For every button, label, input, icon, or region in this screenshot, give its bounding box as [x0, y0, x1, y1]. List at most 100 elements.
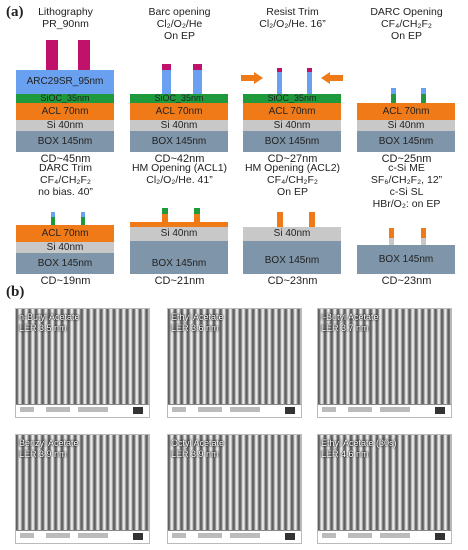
si-layer: Si 40nm — [16, 120, 114, 131]
box-layer: BOX 145nm — [243, 131, 341, 152]
acl-line — [309, 212, 315, 227]
acl-line — [389, 228, 394, 238]
si-gap-layer — [130, 241, 228, 253]
box-layer: BOX 145nm — [357, 245, 455, 274]
box-layer: BOX 145nm — [357, 131, 455, 152]
si-layer: Si 40nm — [16, 242, 114, 253]
sioc-line — [162, 208, 168, 214]
sem-info-bar — [318, 404, 451, 417]
cd-label: CD~45nm — [40, 153, 91, 165]
step-title: HM Opening (ACL1)Cl₂/O₂/He. 41” — [131, 162, 228, 186]
cd-label: CD~42nm — [154, 153, 205, 165]
acl-layer: ACL 70nm — [16, 103, 114, 120]
scale-bar-icon — [133, 407, 143, 414]
arc-line — [277, 72, 282, 94]
acl-line — [277, 212, 283, 227]
acl-layer: ACL 70nm — [130, 103, 228, 120]
acl-layer: ACL 70nm — [243, 103, 341, 120]
trim-arrow-right-icon — [321, 72, 343, 84]
arc-line — [51, 212, 55, 217]
arc-line — [421, 88, 426, 94]
box-layer: BOX 145nm — [130, 253, 228, 274]
process-step-hm-opening-acl1: HM Opening (ACL1)Cl₂/O₂/He. 41” Si 40nm … — [122, 162, 237, 300]
sioc-line — [421, 94, 426, 103]
si-fin — [421, 238, 426, 245]
panel-a-label: (a) — [6, 4, 24, 20]
si-layer: Si 40nm — [130, 227, 228, 241]
photoresist-line — [307, 68, 312, 72]
arc-line — [391, 88, 396, 94]
arc-line — [193, 70, 202, 94]
scale-bar-icon — [285, 533, 295, 540]
acl-residue-layer — [130, 222, 228, 227]
sioc-layer: SiOC_35nm — [16, 94, 114, 103]
box-layer: BOX 145nm — [16, 253, 114, 274]
acl-line — [421, 228, 426, 238]
sem-info-bar — [318, 530, 451, 543]
sem-info-bar — [16, 530, 149, 543]
cd-label: CD~25nm — [381, 153, 432, 165]
scale-bar-icon — [285, 407, 295, 414]
arc-line — [162, 70, 171, 94]
sioc-line — [81, 217, 85, 225]
arc-layer: ARC29SR_95nm — [16, 70, 114, 94]
photoresist-line — [193, 64, 202, 70]
cd-label: CD~23nm — [267, 275, 318, 287]
acl-line — [194, 214, 200, 222]
sioc-layer: SiOC_35nm — [130, 94, 228, 103]
sioc-layer: SiOC_35nm — [243, 94, 341, 103]
arc-line — [307, 72, 312, 94]
trim-arrow-left-icon — [241, 72, 263, 84]
photoresist-line — [277, 68, 282, 72]
sem-info-bar — [168, 404, 301, 417]
si-layer: Si 40nm — [243, 227, 341, 241]
box-layer: BOX 145nm — [16, 131, 114, 152]
si-fin — [389, 238, 394, 245]
sem-image-ethyl-acetate-30s: Ethyl Acetate (30s)LER 4.6 nm — [317, 434, 452, 544]
photoresist-line — [162, 64, 171, 70]
scale-bar-icon — [435, 533, 445, 540]
sioc-line — [194, 208, 200, 214]
sioc-line — [51, 217, 55, 225]
sioc-line — [391, 94, 396, 103]
box-layer: BOX 145nm — [243, 241, 341, 274]
scale-bar-icon — [133, 533, 143, 540]
sem-info-bar — [168, 530, 301, 543]
arc-line — [81, 212, 85, 217]
acl-line — [162, 214, 168, 222]
cd-label: CD~19nm — [40, 275, 91, 287]
scale-bar-icon — [435, 407, 445, 414]
cd-label: CD~27nm — [267, 153, 318, 165]
sem-label: Ethyl Acetate (30s)LER 4.6 nm — [321, 438, 397, 459]
si-layer: Si 40nm — [243, 120, 341, 131]
box-layer: BOX 145nm — [130, 131, 228, 152]
cd-label: CD~23nm — [381, 275, 432, 287]
cd-label: CD~21nm — [154, 275, 205, 287]
panel-b-label: (b) — [6, 284, 25, 300]
photoresist-line — [46, 40, 58, 70]
photoresist-line — [78, 40, 90, 70]
